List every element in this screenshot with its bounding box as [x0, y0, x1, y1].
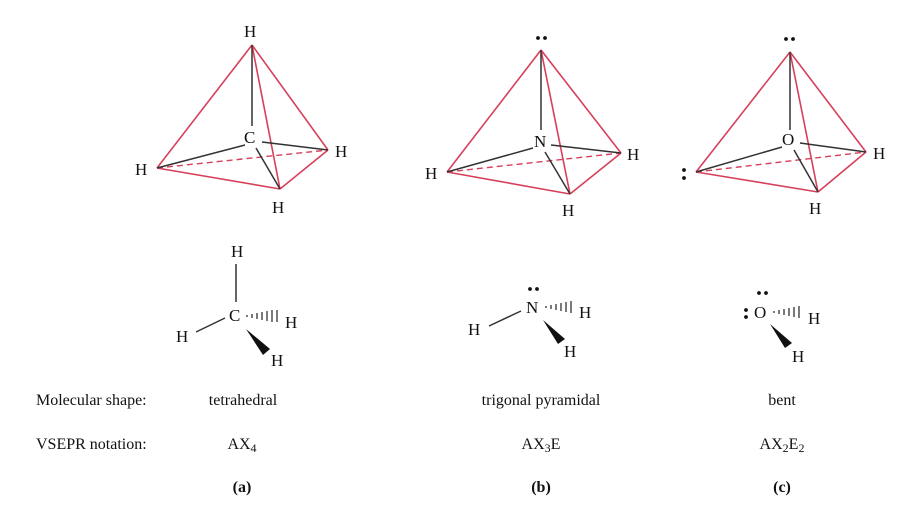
- atom-h-right-b: H: [627, 145, 639, 164]
- formula-c-a: C: [229, 306, 240, 325]
- lone-pair-dot: [528, 287, 532, 291]
- solid-wedge-bond: [543, 320, 565, 344]
- lone-pair-dot: [784, 37, 788, 41]
- hashed-wedge-bond: [773, 306, 800, 318]
- lone-pair-dot: [744, 315, 748, 319]
- lone-pair-dot: [536, 36, 540, 40]
- atom-h-front-c: H: [809, 199, 821, 218]
- atom-h-left-b: H: [425, 164, 437, 183]
- formula-o-c: O: [754, 303, 766, 322]
- lone-pair-dot: [744, 308, 748, 312]
- formula-h-front-a: H: [271, 351, 283, 370]
- tetrahedron-c: [695, 51, 867, 193]
- panel-label-c: (c): [773, 479, 791, 496]
- shape-value-a: tetrahedral: [208, 392, 278, 409]
- atom-h-right-c: H: [873, 144, 885, 163]
- notation-text: E: [550, 436, 561, 453]
- formula-bond: [195, 317, 226, 333]
- lone-pair-dot: [535, 287, 539, 291]
- notation-subscript: 4: [250, 441, 257, 455]
- shape-value-b: trigonal pyramidal: [481, 392, 601, 409]
- formula-h-top-a: H: [231, 242, 243, 261]
- notation-subscript: 2: [782, 441, 789, 455]
- vsepr-notation-label: VSEPR notation:: [36, 436, 147, 453]
- atom-h-right-a: H: [335, 142, 347, 161]
- formula-bond: [488, 310, 522, 327]
- atom-h-front-a: H: [272, 198, 284, 217]
- solid-wedge-bond: [770, 324, 792, 348]
- formula-h-right-b: H: [579, 303, 591, 322]
- tetrahedron-b: [446, 49, 622, 195]
- shape-value-c: bent: [768, 392, 796, 409]
- notation-text: E: [788, 436, 799, 453]
- lone-pair-dot: [764, 291, 768, 295]
- vsepr-notation-a: AX4: [227, 436, 256, 456]
- solid-wedge-bond: [246, 329, 270, 355]
- panel-label-a: (a): [232, 479, 252, 496]
- notation-text: AX: [521, 436, 545, 453]
- notation-subscript: 3: [544, 441, 551, 455]
- formula-h-right-a: H: [285, 313, 297, 332]
- notation-text: AX: [227, 436, 251, 453]
- lone-pair-dot: [791, 37, 795, 41]
- tetrahedron-a: [156, 44, 329, 190]
- atom-h-front-b: H: [562, 201, 574, 220]
- hashed-wedge-bond: [246, 310, 278, 322]
- molecular-shape-label: Molecular shape:: [36, 392, 147, 409]
- atom-n-b: N: [534, 132, 546, 151]
- atom-c-a: C: [244, 128, 255, 147]
- lone-pair-dot: [543, 36, 547, 40]
- hashed-wedge-bond: [545, 301, 572, 313]
- panel-label-b: (b): [531, 479, 551, 496]
- vsepr-notation-c: AX2E2: [760, 436, 805, 456]
- formula-h-front-c: H: [792, 347, 804, 366]
- atom-h-left-a: H: [135, 160, 147, 179]
- lone-pair-dot: [682, 168, 686, 172]
- formula-h-right-c: H: [808, 309, 820, 328]
- notation-subscript: 2: [798, 441, 805, 455]
- vsepr-notation-b: AX3E: [522, 436, 561, 456]
- lone-pair-dot: [757, 291, 761, 295]
- atom-o-c: O: [782, 130, 794, 149]
- atom-h-top-a: H: [244, 22, 256, 41]
- formula-h-left-b: H: [468, 320, 480, 339]
- notation-text: AX: [759, 436, 783, 453]
- formula-h-left-a: H: [176, 327, 188, 346]
- formula-n-b: N: [526, 298, 538, 317]
- formula-h-front-b: H: [564, 342, 576, 361]
- lone-pair-dot: [682, 176, 686, 180]
